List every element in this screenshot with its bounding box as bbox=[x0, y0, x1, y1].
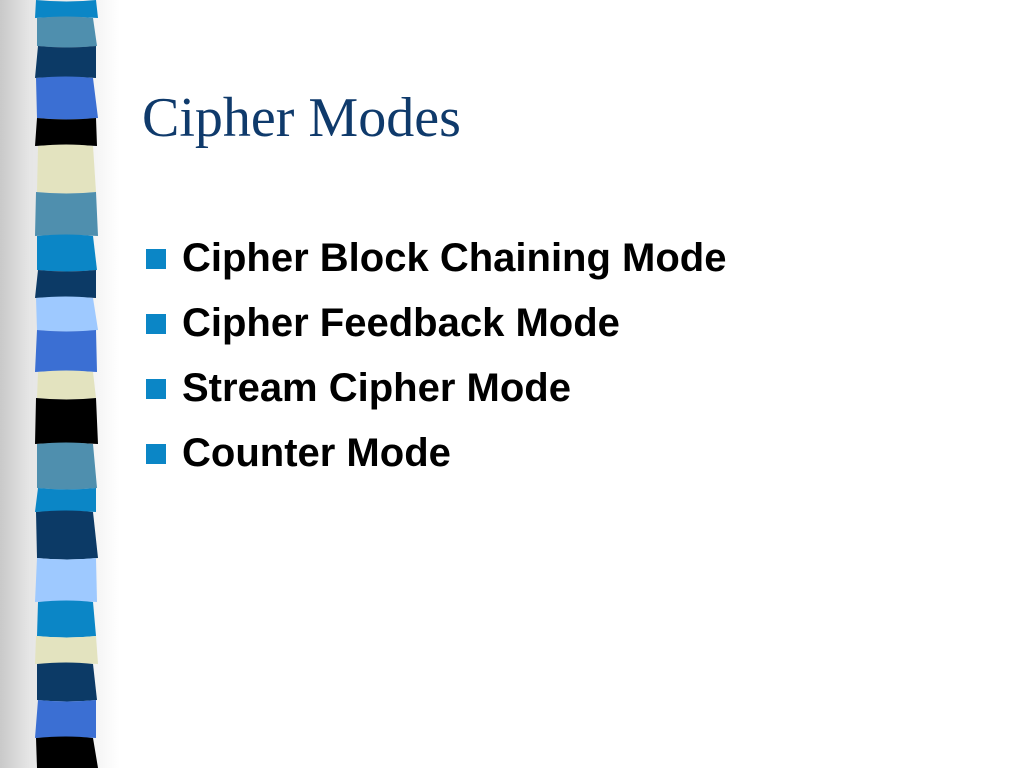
strip-block bbox=[37, 234, 97, 272]
bullet-item: Cipher Block Chaining Mode bbox=[142, 226, 726, 291]
bullet-text: Counter Mode bbox=[182, 431, 451, 475]
strip-block bbox=[35, 46, 96, 78]
square-bullet-icon bbox=[146, 378, 166, 399]
strip-block bbox=[37, 370, 96, 400]
strip-block bbox=[36, 510, 98, 560]
strip-block bbox=[37, 144, 96, 194]
strip-block bbox=[35, 118, 97, 146]
strip-block bbox=[37, 442, 97, 490]
strip-block bbox=[35, 488, 96, 512]
strip-block bbox=[37, 600, 96, 638]
strip-block bbox=[36, 296, 98, 332]
strip-block bbox=[35, 192, 98, 236]
slide-title: Cipher Modes bbox=[142, 87, 461, 149]
square-bullet-icon bbox=[146, 313, 166, 334]
strip-block bbox=[37, 662, 97, 702]
strip-block bbox=[35, 330, 97, 372]
strip-block bbox=[36, 736, 98, 768]
strip-block bbox=[37, 16, 97, 48]
strip-block bbox=[35, 700, 96, 738]
strip-block bbox=[35, 636, 98, 664]
strip-block bbox=[35, 0, 98, 18]
square-bullet-icon bbox=[146, 443, 166, 464]
bullet-text: Cipher Feedback Mode bbox=[182, 301, 620, 345]
strip-block bbox=[35, 398, 98, 444]
strip-block bbox=[35, 270, 96, 298]
bullet-item: Cipher Feedback Mode bbox=[142, 291, 726, 356]
strip-block bbox=[35, 558, 97, 602]
bullet-text: Stream Cipher Mode bbox=[182, 366, 571, 410]
bullet-item: Counter Mode bbox=[142, 421, 726, 486]
decorative-color-strip bbox=[34, 0, 100, 768]
bullet-list: Cipher Block Chaining Mode Cipher Feedba… bbox=[142, 226, 726, 486]
square-bullet-icon bbox=[146, 248, 166, 269]
strip-block bbox=[36, 76, 98, 120]
bullet-text: Cipher Block Chaining Mode bbox=[182, 236, 727, 280]
bullet-item: Stream Cipher Mode bbox=[142, 356, 726, 421]
